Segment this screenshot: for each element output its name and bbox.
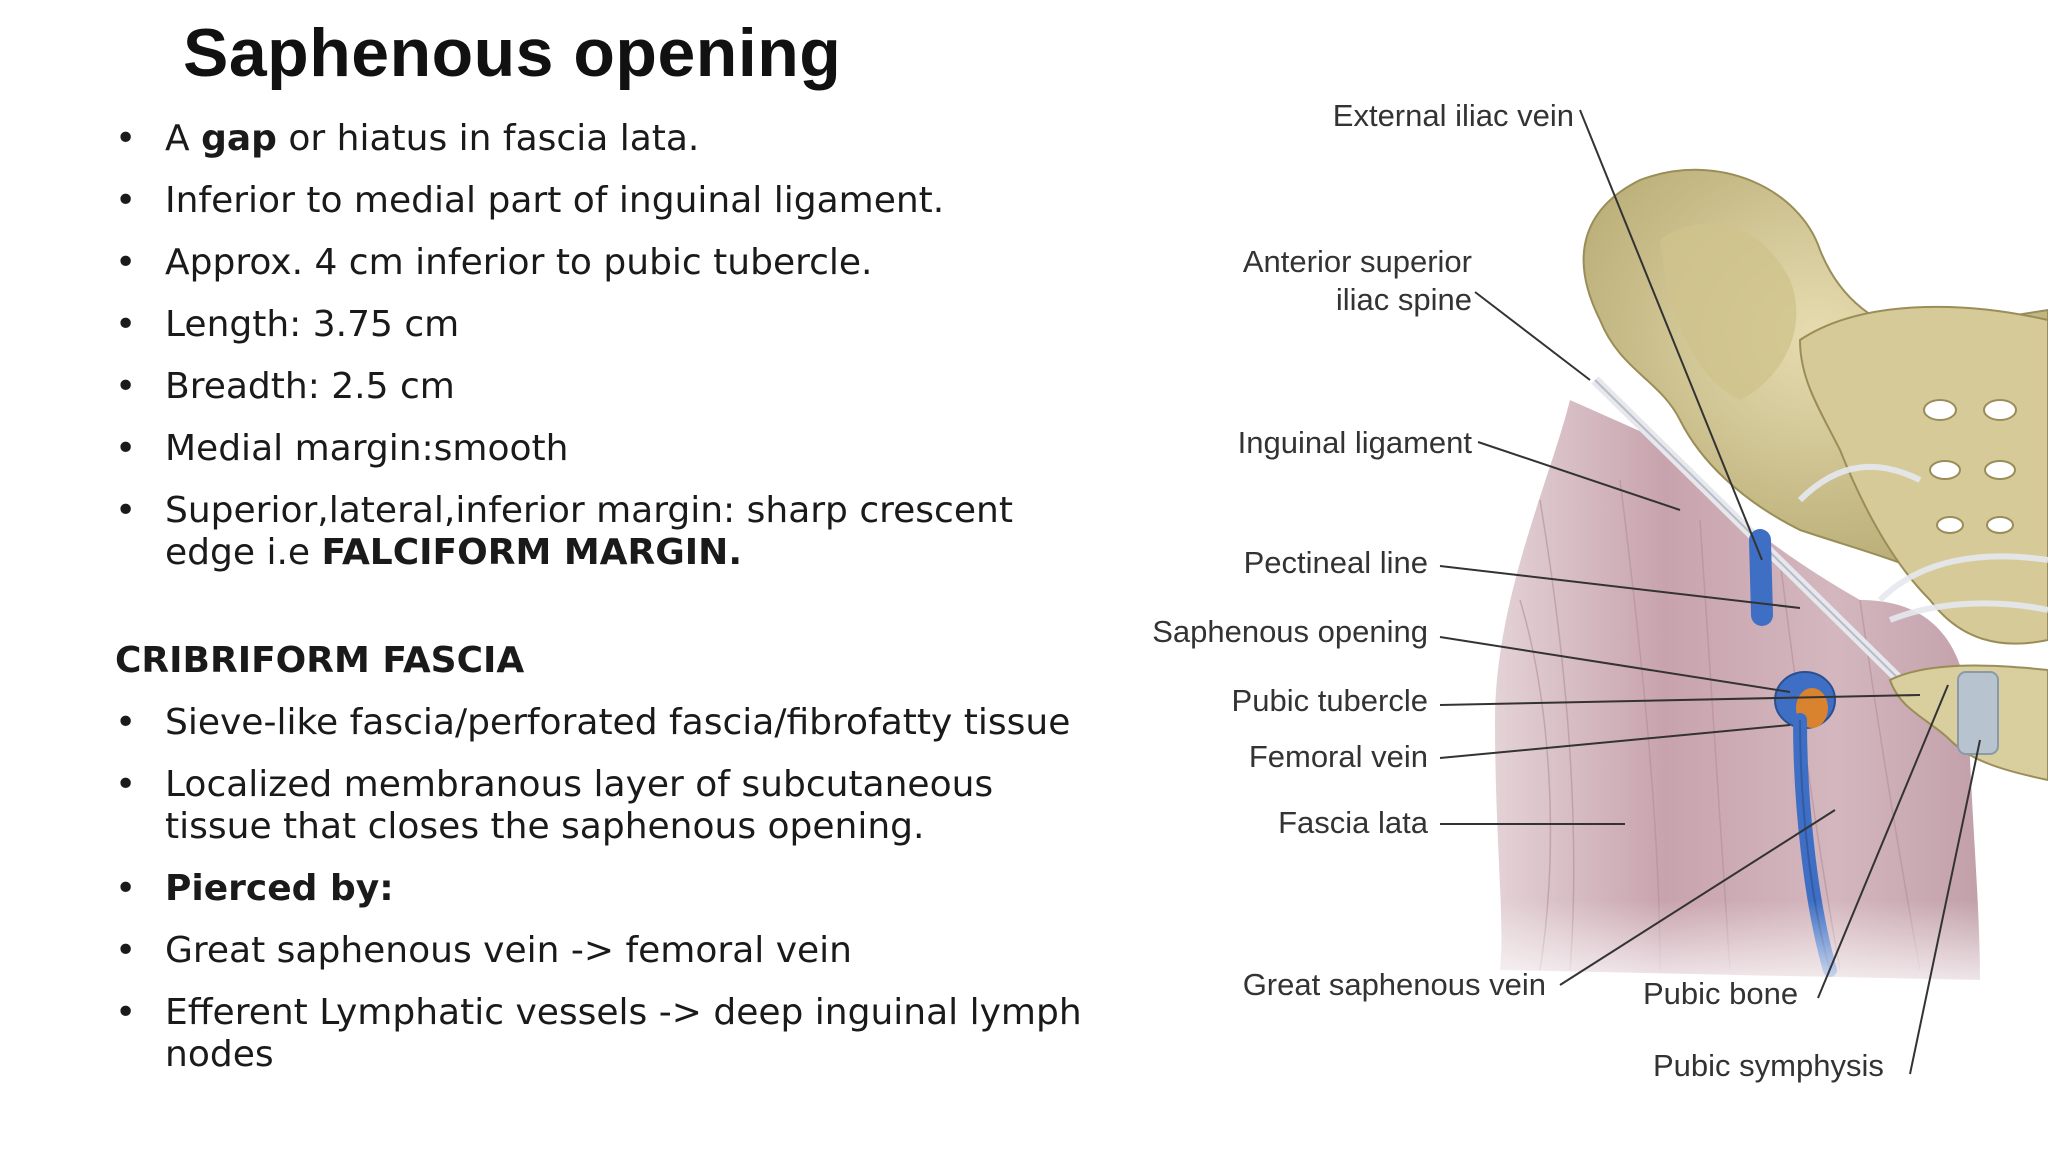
bullet-dot: •: [115, 992, 137, 1033]
leader-inguinal-ligament: [1477, 441, 1681, 511]
leader-great-saphenous-vein: [1559, 809, 1836, 986]
bullet-item: • Length: 3.75 cm: [115, 304, 1085, 346]
label-saphenous-opening: Saphenous opening: [1152, 614, 1428, 649]
pubic-symphysis: [1957, 671, 1999, 755]
slide-title: Saphenous opening: [183, 15, 842, 91]
leader-external-iliac-vein: [1579, 109, 1763, 561]
leader-asis: [1474, 291, 1591, 381]
bullet-bold: Pierced by:: [165, 868, 394, 909]
leader-pubic-symphysis: [1909, 739, 1981, 1075]
bullet-dot: •: [115, 868, 137, 909]
label-fascia-lata: Fascia lata: [1278, 805, 1429, 840]
label-external-iliac-vein: External iliac vein: [1333, 98, 1574, 133]
anatomy-figure: External iliac vein Anterior superior il…: [1152, 98, 2048, 1083]
bullet-item: • Sieve-like fascia/perforated fascia/fib…: [115, 702, 1085, 744]
bullet-dot: •: [115, 930, 137, 971]
bullet-bold: FALCIFORM MARGIN.: [321, 532, 742, 573]
cribriform-heading: CRIBRIFORM FASCIA: [115, 640, 525, 681]
bullet-dot: •: [115, 304, 137, 345]
bullet-dot: •: [115, 702, 137, 743]
label-great-saphenous-vein: Great saphenous vein: [1243, 967, 1546, 1002]
thigh-muscle: [1495, 400, 1980, 980]
bullet-text: Sieve-like fascia/perforated fascia/fibr…: [165, 702, 1071, 743]
label-pubic-tubercle: Pubic tubercle: [1232, 683, 1428, 718]
bullet-dot: •: [115, 428, 137, 469]
bullet-text: Superior,lateral,inferior margin: sharp …: [165, 490, 1013, 573]
label-pectineal-line: Pectineal line: [1244, 545, 1428, 580]
bullet-text: Inferior to medial part of inguinal liga…: [165, 180, 945, 221]
bullet-item: • Pierced by:: [115, 868, 1085, 910]
bullet-text: Efferent Lymphatic vessels -> deep ingui…: [165, 992, 1082, 1075]
leader-saphenous-opening: [1439, 636, 1791, 693]
bullet-list: • A gap or hiatus in fascia lata. • Inferi…: [115, 118, 1085, 1096]
bullet-text-post: or hiatus in fascia lata.: [276, 118, 700, 159]
bullet-text: Length: 3.75 cm: [165, 304, 460, 345]
leader-pubic-bone: [1817, 684, 1949, 999]
bullet-item: • Breadth: 2.5 cm: [115, 366, 1085, 408]
label-pubic-bone: Pubic bone: [1643, 976, 1798, 1011]
label-inguinal-ligament: Inguinal ligament: [1238, 425, 1473, 460]
bullet-dot: •: [115, 118, 137, 159]
bullet-item: • Approx. 4 cm inferior to pubic tubercle…: [115, 242, 1085, 284]
label-pubic-symphysis: Pubic symphysis: [1653, 1048, 1884, 1083]
bullet-text: Breadth: 2.5 cm: [165, 366, 455, 407]
bullet-item: • Great saphenous vein -> femoral vein: [115, 930, 1085, 972]
leader-pectineal-line: [1439, 565, 1801, 609]
leader-femoral-vein: [1439, 724, 1791, 759]
bullet-bold: gap: [201, 118, 277, 159]
bullet-dot: •: [115, 764, 137, 805]
bullet-dot: •: [115, 490, 137, 531]
bullet-item: • Efferent Lymphatic vessels -> deep ingu…: [115, 992, 1085, 1076]
bullet-dot: •: [115, 242, 137, 283]
bullet-item: • Inferior to medial part of inguinal lig…: [115, 180, 1085, 222]
bullet-text: A: [165, 118, 202, 159]
bullet-dot: •: [115, 366, 137, 407]
bullet-item: • Superior,lateral,inferior margin: sharp…: [115, 490, 1085, 574]
external-iliac-vein: [1749, 529, 1773, 626]
leader-pubic-tubercle: [1439, 694, 1921, 706]
label-femoral-vein: Femoral vein: [1249, 739, 1428, 774]
bullet-dot: •: [115, 180, 137, 221]
bullet-text: Medial margin:smooth: [165, 428, 569, 469]
bullet-item: • A gap or hiatus in fascia lata.: [115, 118, 1085, 160]
bullet-text: Localized membranous layer of subcutaneo…: [165, 764, 994, 847]
label-asis-line1: Anterior superior: [1243, 244, 1472, 279]
bullet-item: • Localized membranous layer of subcutane…: [115, 764, 1085, 848]
bullet-text: Approx. 4 cm inferior to pubic tubercle.: [165, 242, 873, 283]
bullet-item: • Medial margin:smooth: [115, 428, 1085, 470]
bullet-text: Great saphenous vein -> femoral vein: [165, 930, 852, 971]
label-asis-line2: iliac spine: [1336, 282, 1472, 317]
